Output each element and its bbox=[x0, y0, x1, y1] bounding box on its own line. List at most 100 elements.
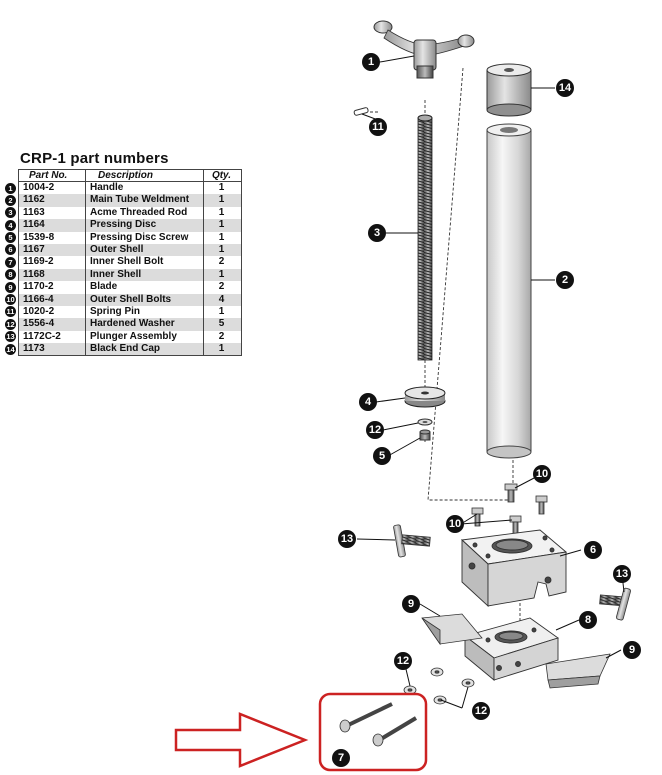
part-number-cell: 1020-2 bbox=[19, 305, 86, 319]
description-cell: Spring Pin bbox=[86, 305, 204, 319]
parts-table: CRP-1 part numbers Part No. Description … bbox=[5, 150, 242, 357]
part-number-cell: 1164 bbox=[19, 219, 86, 232]
handle-part bbox=[373, 20, 475, 79]
svg-text:9: 9 bbox=[629, 644, 635, 656]
outer-shell-part bbox=[460, 529, 568, 608]
part-number-cell: 1170-2 bbox=[19, 281, 86, 294]
callout-9-left: 9 bbox=[402, 595, 420, 613]
qty-cell: 2 bbox=[218, 281, 225, 293]
description-cell: Inner Shell Bolt bbox=[86, 256, 204, 269]
svg-text:13: 13 bbox=[341, 533, 353, 545]
qty-cell: 1 bbox=[218, 343, 225, 355]
highlight-box bbox=[318, 692, 428, 772]
part-number-cell: 1169-2 bbox=[19, 256, 86, 269]
qty-cell: 5 bbox=[218, 318, 225, 330]
row-number-badge: 7 bbox=[5, 256, 16, 268]
blade-right-part bbox=[545, 653, 611, 689]
plunger-assembly-right bbox=[599, 587, 631, 621]
description-cell: Pressing Disc Screw bbox=[86, 231, 204, 244]
svg-text:3: 3 bbox=[374, 227, 380, 239]
table-header-row: Part No. Description Qty. bbox=[19, 170, 241, 182]
svg-text:14: 14 bbox=[559, 82, 572, 94]
callout-5: 5 bbox=[373, 447, 391, 465]
row-number-badge: 6 bbox=[5, 244, 16, 256]
callout-12-right: 12 bbox=[472, 702, 490, 720]
callout-10-top: 10 bbox=[533, 465, 551, 483]
description-cell: Blade bbox=[86, 281, 204, 294]
pressing-disc-part bbox=[404, 386, 446, 408]
svg-text:5: 5 bbox=[379, 450, 385, 462]
svg-text:12: 12 bbox=[369, 424, 381, 436]
description-cell: Acme Threaded Rod bbox=[86, 206, 204, 220]
callout-7: 7 bbox=[332, 749, 350, 767]
threaded-rod-part bbox=[417, 114, 433, 361]
description-cell: Handle bbox=[86, 182, 204, 195]
parts-table-title: CRP-1 part numbers bbox=[20, 150, 169, 167]
spring-pin-part bbox=[353, 107, 369, 116]
header-description: Description bbox=[86, 170, 204, 181]
callout-12-left: 12 bbox=[394, 652, 412, 670]
part-number-cell: 1556-4 bbox=[19, 318, 86, 331]
blade-left-part bbox=[421, 613, 483, 646]
callout-11: 11 bbox=[369, 118, 387, 136]
inner-shell-part bbox=[464, 617, 559, 681]
description-cell: Pressing Disc bbox=[86, 219, 204, 232]
callout-1: 1 bbox=[362, 53, 380, 71]
qty-cell: 1 bbox=[218, 231, 225, 243]
svg-text:12: 12 bbox=[475, 705, 487, 717]
qty-cell: 1 bbox=[218, 305, 225, 317]
row-number-badge: 5 bbox=[5, 232, 16, 244]
svg-text:13: 13 bbox=[616, 568, 628, 580]
callout-8: 8 bbox=[579, 611, 597, 629]
part-number-cell: 1539-8 bbox=[19, 231, 86, 244]
end-cap-part bbox=[486, 63, 532, 117]
header-qty: Qty. bbox=[211, 170, 232, 181]
part-number-cell: 1166-4 bbox=[19, 293, 86, 306]
qty-cell: 2 bbox=[218, 256, 225, 268]
description-cell: Plunger Assembly bbox=[86, 330, 204, 344]
qty-cell: 2 bbox=[218, 330, 225, 342]
part-number-cell: 1163 bbox=[19, 206, 86, 220]
svg-text:12: 12 bbox=[397, 655, 409, 667]
svg-text:10: 10 bbox=[536, 468, 548, 480]
washers-bottom-part bbox=[403, 667, 475, 705]
svg-text:2: 2 bbox=[562, 274, 568, 286]
svg-text:7: 7 bbox=[338, 752, 344, 764]
row-number-badge: 8 bbox=[5, 269, 16, 281]
svg-text:1: 1 bbox=[368, 56, 374, 68]
part-number-cell: 1172C-2 bbox=[19, 330, 86, 344]
callout-leaders bbox=[356, 55, 625, 709]
description-cell: Outer Shell bbox=[86, 243, 204, 257]
callout-10-left: 10 bbox=[446, 515, 464, 533]
row-number-badge: 4 bbox=[5, 219, 16, 231]
callout-2: 2 bbox=[556, 271, 574, 289]
row-number-badge: 3 bbox=[5, 207, 16, 219]
qty-cell: 1 bbox=[218, 219, 225, 231]
outer-shell-bolts-part bbox=[471, 483, 548, 535]
pressing-disc-screw-part bbox=[419, 429, 431, 441]
description-cell: Main Tube Weldment bbox=[86, 194, 204, 207]
inner-shell-bolts-part bbox=[339, 702, 418, 747]
part-number-cell: 1173 bbox=[19, 343, 86, 356]
qty-cell: 4 bbox=[218, 293, 225, 305]
description-cell: Black End Cap bbox=[86, 343, 204, 356]
callout-13-right: 13 bbox=[613, 565, 631, 583]
plunger-assembly-left bbox=[393, 524, 431, 558]
callout-14: 14 bbox=[556, 79, 574, 97]
callout-4: 4 bbox=[359, 393, 377, 411]
row-number-badge: 13 bbox=[5, 331, 16, 343]
svg-text:10: 10 bbox=[449, 518, 461, 530]
callout-6: 6 bbox=[584, 541, 602, 559]
